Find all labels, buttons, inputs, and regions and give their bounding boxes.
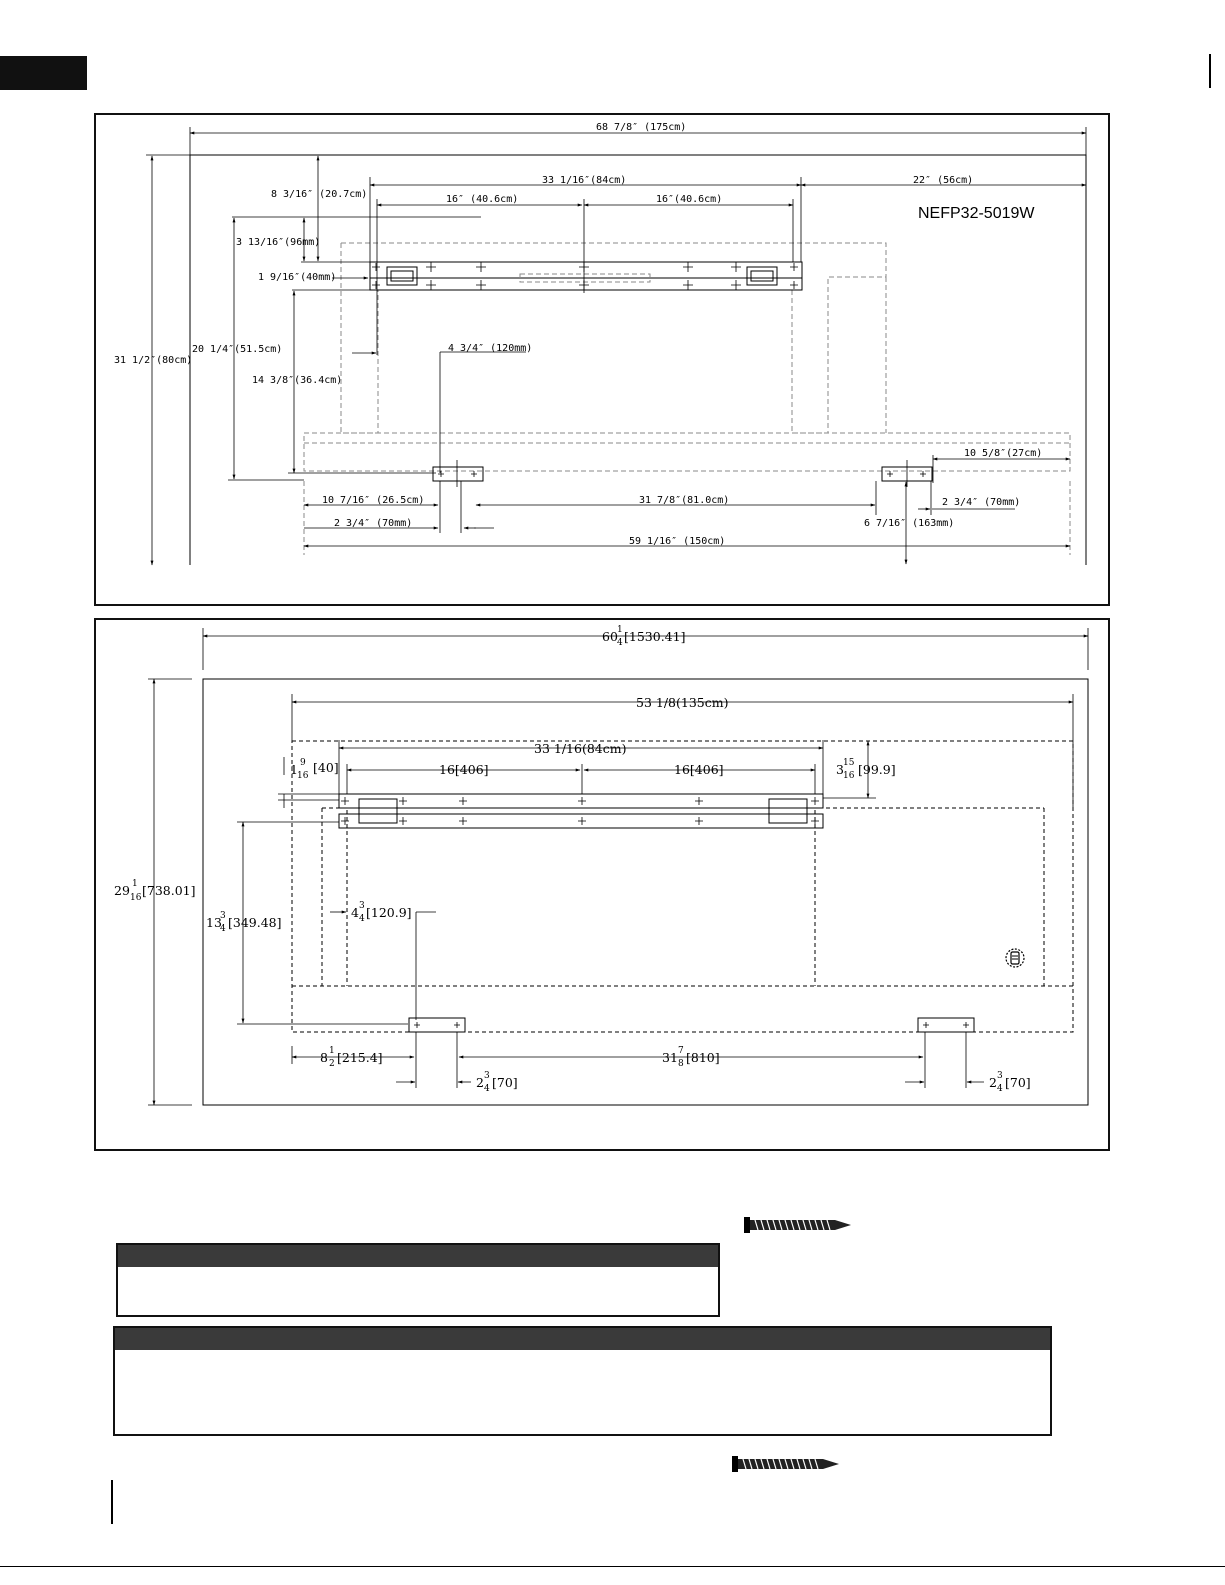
dim-hook-span-mm: [810] bbox=[686, 1050, 720, 1065]
dim-bracket-height-mm: [40] bbox=[313, 760, 339, 775]
dim-left-margin-num: 1 bbox=[329, 1046, 335, 1056]
dim-stud-right: 16[406] bbox=[674, 762, 724, 777]
note-box-large bbox=[113, 1326, 1052, 1436]
screw-icon bbox=[731, 1451, 841, 1481]
dim-hook-width-left-whole: 2 bbox=[476, 1075, 484, 1090]
dim-hook-width-right-num: 3 bbox=[997, 1071, 1003, 1081]
dim-left-hook-margin: 10 7/16″ (26.5cm) bbox=[322, 495, 424, 506]
dim-overall-height-whole: 29 bbox=[114, 883, 130, 898]
dim-top-gap-den: 16 bbox=[843, 771, 855, 781]
mounting-diagram-2: 60 1 4 [1530.41] 53 1/8(135cm) 33 1/16(8… bbox=[94, 618, 1110, 1151]
section-tab-marker bbox=[0, 56, 87, 90]
dim-right-margin: 22″ (56cm) bbox=[913, 175, 973, 186]
dim-overall-width-num: 1 bbox=[617, 625, 623, 635]
dim-bracket-height-whole: 1 bbox=[290, 762, 298, 777]
dim-top-drop: 8 3/16″ (20.7cm) bbox=[271, 189, 367, 200]
dim-bracket-height-den: 16 bbox=[297, 771, 309, 781]
dim-stud-left: 16[406] bbox=[439, 762, 489, 777]
dim-hook-width-right-whole: 2 bbox=[989, 1075, 997, 1090]
dim-hook-width-left-mm: [70] bbox=[492, 1075, 518, 1090]
dim-right-hook-drop: 6 7/16″ (163mm) bbox=[864, 518, 954, 529]
dim-top-gap-num: 15 bbox=[843, 758, 855, 768]
dim-right-hook-width: 2 3/4″ (70mm) bbox=[942, 497, 1020, 508]
dim-overall-height: 31 1/2″(80cm) bbox=[114, 355, 192, 366]
screw-icon bbox=[743, 1212, 853, 1242]
dim-right-hook-margin: 10 5/8″(27cm) bbox=[964, 448, 1042, 459]
dim-bracket-height-num: 9 bbox=[300, 758, 306, 768]
model-number: NEFP32-5019W bbox=[918, 205, 1035, 222]
dim-hook-offset-whole: 4 bbox=[351, 905, 359, 920]
dim-overall-height-mm: [738.01] bbox=[142, 883, 196, 898]
dim-left-margin-mm: [215.4] bbox=[337, 1050, 383, 1065]
dim-left-margin-den: 2 bbox=[329, 1059, 335, 1069]
dim-drop-whole: 13 bbox=[206, 915, 222, 930]
page-bottom-rule bbox=[0, 1566, 1225, 1567]
dim-top-gap-mm: [99.9] bbox=[858, 762, 896, 777]
dim-hook-width-right-den: 4 bbox=[997, 1084, 1003, 1094]
dim-hook-offset-den: 4 bbox=[359, 914, 365, 924]
dim-hook-span: 31 7/8″(81.0cm) bbox=[639, 495, 729, 506]
dim-overall-width-mm: [1530.41] bbox=[624, 629, 685, 644]
dim-unit-width: 53 1/8(135cm) bbox=[636, 695, 728, 710]
left-margin-rule bbox=[111, 1480, 113, 1524]
dim-hook-span-whole: 31 bbox=[662, 1050, 678, 1065]
dim-hook-offset-mm: [120.9] bbox=[366, 905, 412, 920]
dim-bracket-height: 1 9/16″(40mm) bbox=[258, 272, 336, 283]
dim-left-hook-width: 2 3/4″ (70mm) bbox=[334, 518, 412, 529]
dim-hook-span-den: 8 bbox=[678, 1059, 684, 1069]
mounting-diagram-1: 68 7/8″ (175cm) 31 1/2″(80cm) 33 1/16″(8… bbox=[94, 113, 1110, 606]
dim-drop-num: 3 bbox=[220, 911, 226, 921]
note-box-header bbox=[115, 1328, 1050, 1350]
dim-hook-offset-num: 3 bbox=[359, 901, 365, 911]
note-box-header bbox=[118, 1245, 718, 1267]
dim-hook-width-left-den: 4 bbox=[484, 1084, 490, 1094]
dim-stud-left: 16″ (40.6cm) bbox=[446, 194, 518, 205]
dim-lower-width: 59 1/16″ (150cm) bbox=[629, 536, 725, 547]
dim-drop-den: 4 bbox=[220, 924, 226, 934]
dim-left-margin-whole: 8 bbox=[320, 1050, 328, 1065]
dim-bracket-span: 33 1/16″(84cm) bbox=[542, 175, 626, 186]
dim-overall-height-den: 16 bbox=[130, 893, 142, 903]
note-box-small bbox=[116, 1243, 720, 1317]
dim-hook-width-left-num: 3 bbox=[484, 1071, 490, 1081]
dim-overall-width-den: 4 bbox=[617, 638, 623, 648]
dim-bracket-offset: 3 13/16″(96mm) bbox=[236, 237, 320, 248]
dim-overall-height-num: 1 bbox=[132, 879, 138, 889]
dim-hook-span-num: 7 bbox=[678, 1046, 684, 1056]
dim-inner-height: 20 1/4″(51.5cm) bbox=[192, 344, 282, 355]
dim-top-gap-whole: 3 bbox=[836, 762, 844, 777]
dim-hook-offset: 4 3/4″ (120mm) bbox=[448, 343, 532, 354]
dim-stud-right: 16″(40.6cm) bbox=[656, 194, 722, 205]
dim-hook-width-right-mm: [70] bbox=[1005, 1075, 1031, 1090]
dim-bracket-span: 33 1/16(84cm) bbox=[534, 741, 626, 756]
dim-drop-lower: 14 3/8″(36.4cm) bbox=[252, 375, 342, 386]
dim-overall-width: 68 7/8″ (175cm) bbox=[596, 122, 686, 133]
power-button-icon bbox=[1005, 948, 1025, 968]
dim-overall-width-whole: 60 bbox=[602, 629, 618, 644]
dim-drop-mm: [349.48] bbox=[228, 915, 282, 930]
page-edge-mark bbox=[1209, 54, 1211, 88]
